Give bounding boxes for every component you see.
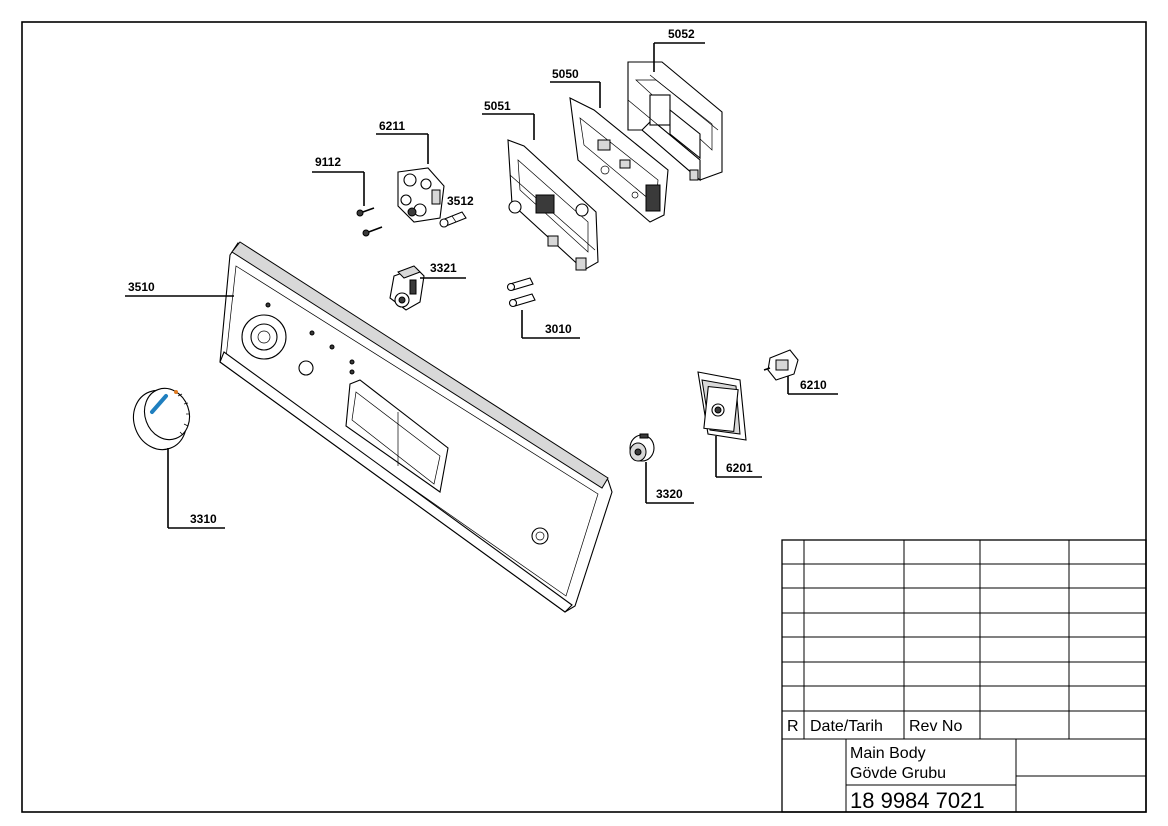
- part-6211-switch: [397, 167, 445, 223]
- part-3512-shaft: [439, 211, 467, 228]
- callout-6201: 6201: [726, 461, 753, 475]
- part-6210-switch: [763, 349, 799, 381]
- title-block-revno-header: Rev No: [909, 718, 962, 735]
- part-5052-bracket: [627, 61, 723, 182]
- part-5050-board: [569, 97, 669, 223]
- part-6201-plate: [697, 371, 747, 441]
- title-block-part-number: 18 9984 7021: [850, 788, 985, 813]
- title-block-name-tr: Gövde Grubu: [850, 765, 946, 782]
- knob-mark: [174, 390, 178, 394]
- callout-6210: 6210: [800, 378, 827, 392]
- part-3321-button: [389, 265, 425, 311]
- callout-3010: 3510: [128, 280, 155, 294]
- callout-5050: 5050: [552, 67, 579, 81]
- title-block: R Date/Tarih Rev No Main Body Gövde Grub…: [781, 539, 1147, 813]
- part-3510-pins: [506, 277, 536, 308]
- title-block-name-en: Main Body: [850, 745, 926, 762]
- sheet-border: [21, 21, 1147, 813]
- callout-3512: 3512: [447, 194, 474, 208]
- part-3310-knob: [132, 387, 191, 451]
- callout-6211: 6211: [379, 119, 405, 133]
- part-3010-panel: [219, 241, 613, 613]
- callout-5052: 5052: [668, 27, 695, 41]
- callout-3310: 3310: [190, 512, 217, 526]
- part-9112-screws: [356, 207, 383, 237]
- callout-3510: 3010: [545, 322, 572, 336]
- callout-3321: 3321: [430, 261, 457, 275]
- title-block-date-header: Date/Tarih: [810, 718, 883, 735]
- part-3320-knob: [629, 433, 655, 462]
- callout-3320: 3320: [656, 487, 683, 501]
- part-5051-frame: [507, 139, 599, 271]
- title-block-rev-header: R: [787, 718, 799, 735]
- callout-9112: 9112: [315, 155, 341, 169]
- knob-indicator: [150, 394, 168, 414]
- callout-5051: 5051: [484, 99, 511, 113]
